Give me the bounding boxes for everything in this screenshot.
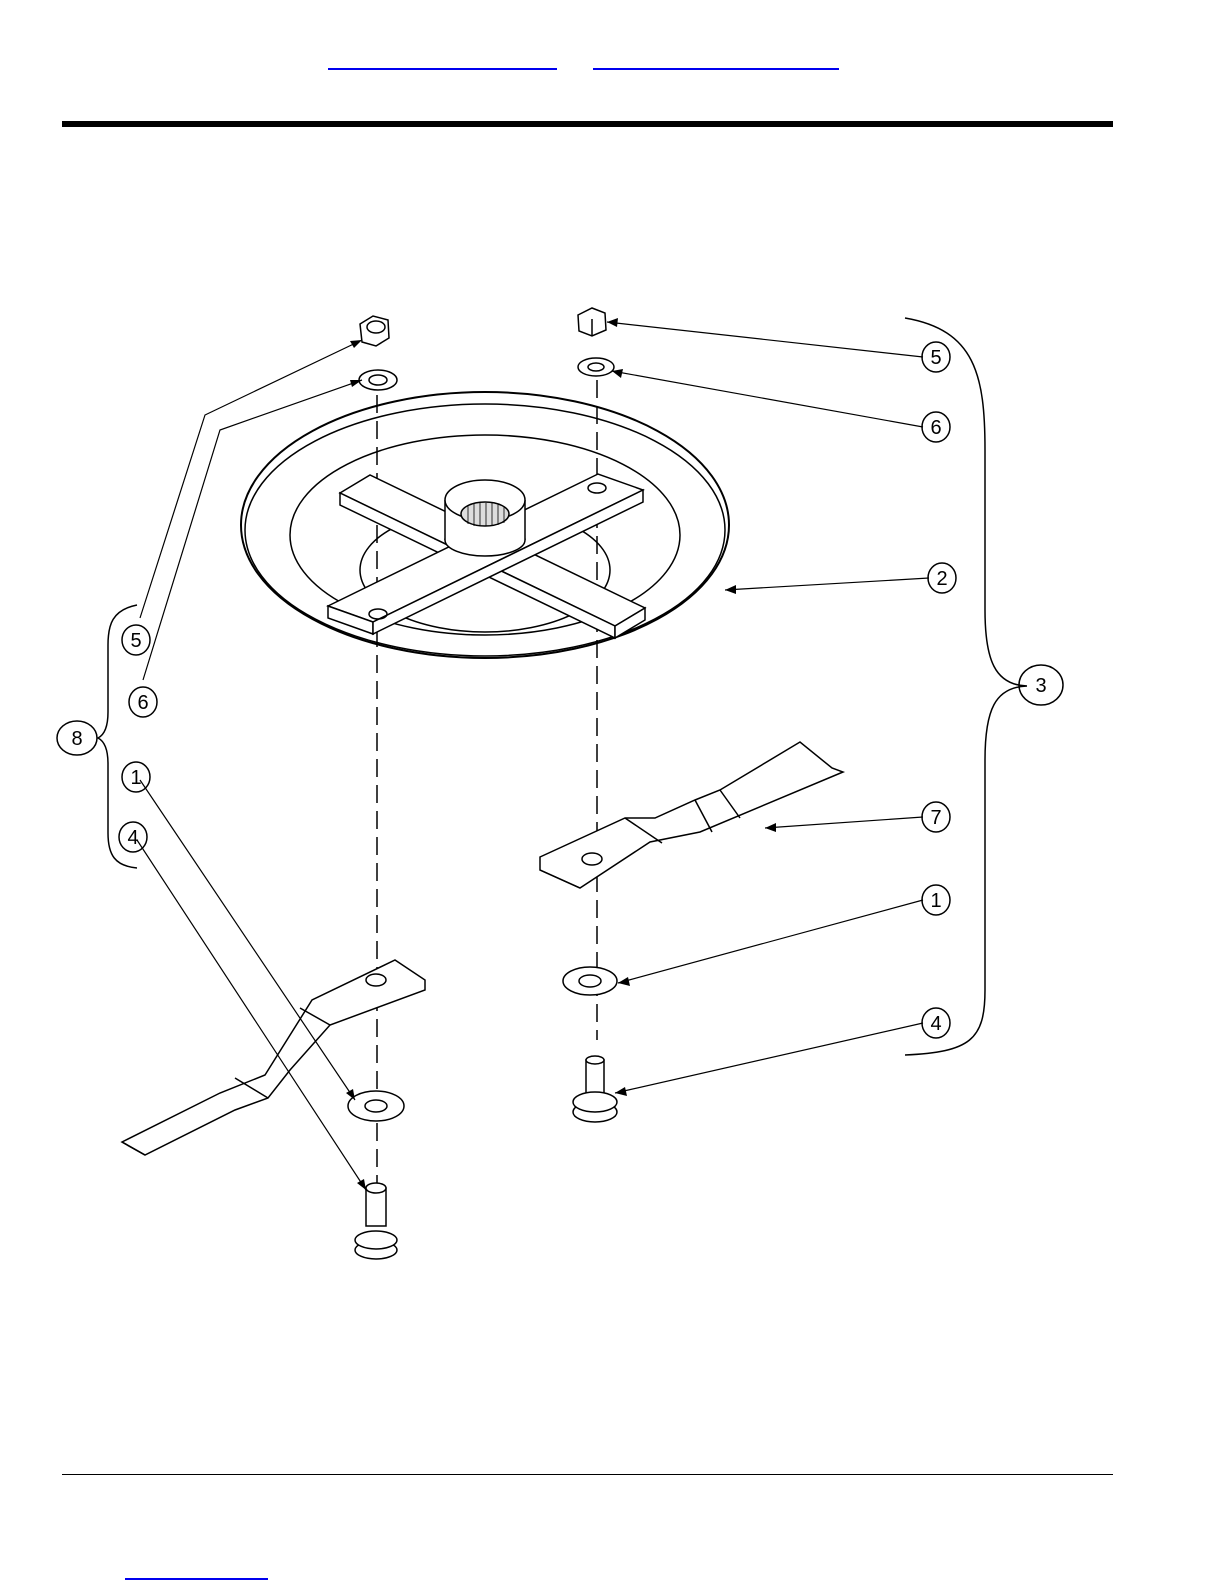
- nut-left: [360, 316, 389, 346]
- callout-4-right: 4: [930, 1013, 941, 1035]
- callout-5-right: 5: [930, 347, 941, 369]
- blade-left: [122, 960, 425, 1155]
- washer-left: [359, 370, 397, 390]
- callout-6-right: 6: [930, 417, 941, 439]
- nut-right: [578, 308, 606, 336]
- blade-washer-left: [348, 1091, 404, 1121]
- blade-pan: [241, 392, 729, 658]
- callout-7: 7: [930, 807, 941, 829]
- callout-3: 3: [1035, 675, 1046, 697]
- callout-6-left: 6: [137, 692, 148, 714]
- nav-link-footer[interactable]: [125, 1578, 268, 1580]
- washer-right: [578, 358, 614, 376]
- blade-bolt-left: [355, 1183, 397, 1259]
- callout-5-left: 5: [130, 630, 141, 652]
- callout-4-left: 4: [127, 827, 138, 849]
- bracket-assembly-3: [905, 318, 1027, 1055]
- footer-rule: [62, 1474, 1113, 1475]
- callout-2: 2: [936, 568, 947, 590]
- callout-8: 8: [71, 728, 82, 750]
- blade-bolt-right: [573, 1056, 617, 1122]
- blade-right: [540, 742, 843, 888]
- callout-1-right: 1: [930, 890, 941, 912]
- blade-washer-right: [563, 967, 617, 995]
- callout-1-left: 1: [130, 767, 141, 789]
